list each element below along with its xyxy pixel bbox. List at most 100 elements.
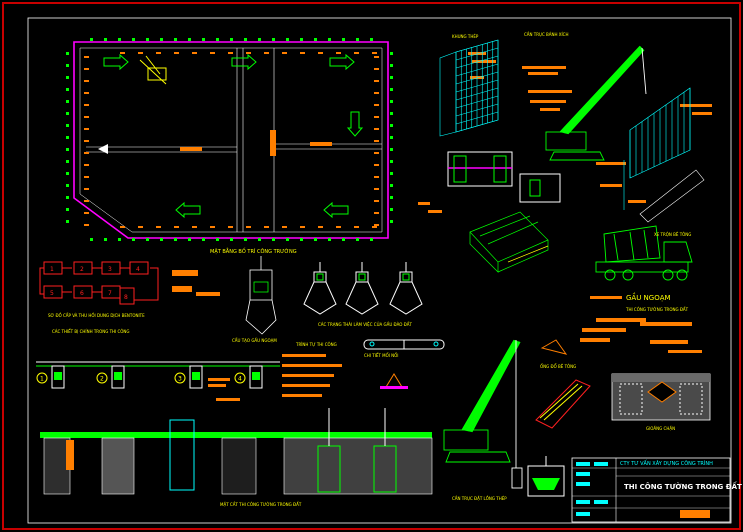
suspended-cage xyxy=(623,87,705,223)
boom-lacing xyxy=(463,340,516,431)
note-bar xyxy=(628,200,646,203)
wall-section-detail: GIOĂNG CHẶN xyxy=(611,373,711,431)
cage-ring xyxy=(455,95,499,109)
pipe-label: ỐNG ĐỔ BÊ TÔNG xyxy=(540,364,576,369)
note-bar xyxy=(650,340,688,344)
grab-title: GẦU NGOẠM xyxy=(626,292,671,302)
grab-body xyxy=(399,271,413,283)
perimeter-marker xyxy=(390,148,393,151)
mixer-label: XE TRỘN BÊ TÔNG xyxy=(654,232,691,237)
traffic-arrow xyxy=(346,111,364,137)
title-block-cell xyxy=(594,500,608,504)
perimeter-marker xyxy=(272,38,275,41)
stop-end-label: GIOĂNG CHẶN xyxy=(646,426,675,431)
perimeter-marker xyxy=(104,38,107,41)
perimeter-marker xyxy=(370,238,373,241)
perimeter-marker xyxy=(342,238,345,241)
perimeter-marker xyxy=(244,38,247,41)
crawler-crane-bottom xyxy=(443,339,523,489)
traffic-arrow xyxy=(329,53,355,71)
note-bar xyxy=(172,286,192,292)
site-plan-title: MẶT BẰNG BỐ TRÍ CÔNG TRƯỜNG xyxy=(210,247,297,255)
perimeter-marker xyxy=(84,152,89,154)
perimeter-marker xyxy=(390,184,393,187)
perimeter-marker xyxy=(390,64,393,67)
title-block-cell xyxy=(594,462,608,466)
stage-marker xyxy=(36,372,48,384)
perimeter-marker xyxy=(84,212,89,214)
perimeter-marker xyxy=(374,152,379,154)
boom-lacing xyxy=(470,341,521,433)
grab-states xyxy=(303,262,423,315)
perimeter-marker xyxy=(66,100,69,103)
stage-grab xyxy=(189,365,203,389)
perimeter-marker xyxy=(374,164,379,166)
perimeter-marker xyxy=(374,80,379,82)
note-bar xyxy=(208,378,230,381)
perimeter-marker xyxy=(374,224,379,226)
perimeter-marker xyxy=(66,64,69,67)
stage-grab-fill xyxy=(54,372,62,380)
perimeter-marker xyxy=(66,184,69,187)
perimeter-marker xyxy=(156,52,161,54)
perimeter-marker xyxy=(66,208,69,211)
grab-body xyxy=(313,271,327,283)
traffic-arrow xyxy=(175,201,201,219)
note-bar xyxy=(216,398,240,401)
boom-lacing xyxy=(466,340,518,432)
perimeter-marker xyxy=(66,196,69,199)
perimeter-marker xyxy=(90,238,93,241)
perimeter-marker xyxy=(390,220,393,223)
perimeter-marker xyxy=(84,128,89,130)
note-bar xyxy=(590,296,622,299)
note-bar xyxy=(282,364,342,367)
perimeter-marker xyxy=(390,196,393,199)
perimeter-marker xyxy=(336,226,341,228)
note-bar xyxy=(282,374,334,377)
perimeter-marker xyxy=(210,226,215,228)
perimeter-marker xyxy=(146,238,149,241)
cage-ring xyxy=(455,71,499,85)
perimeter-marker xyxy=(282,52,287,54)
perimeter-marker xyxy=(84,104,89,106)
perimeter-marker xyxy=(84,92,89,94)
perimeter-marker xyxy=(66,136,69,139)
grab-body xyxy=(355,271,369,283)
stage-grab xyxy=(249,365,263,389)
perimeter-marker xyxy=(84,116,89,118)
perimeter-marker xyxy=(300,238,303,241)
perimeter-marker xyxy=(84,56,89,58)
perimeter-marker xyxy=(390,88,393,91)
note-bar xyxy=(528,72,558,75)
site-plan: MẶT BẰNG BỐ TRÍ CÔNG TRƯỜNG xyxy=(66,38,393,255)
crane-symbol xyxy=(139,55,167,85)
flow-box-number: 3 xyxy=(108,266,112,273)
perimeter-marker xyxy=(328,38,331,41)
stage-number: 3 xyxy=(178,376,182,383)
perimeter-marker xyxy=(246,52,251,54)
perimeter-marker xyxy=(66,160,69,163)
flow-box-number: 5 xyxy=(50,290,54,297)
perimeter-marker xyxy=(390,112,393,115)
perimeter-marker xyxy=(374,176,379,178)
perimeter-marker xyxy=(138,52,143,54)
flow-box xyxy=(129,261,149,275)
perimeter-marker xyxy=(188,38,191,41)
boom-lacing xyxy=(467,341,519,432)
perimeter-marker xyxy=(118,238,121,241)
perimeter-marker xyxy=(84,176,89,178)
cage-ring xyxy=(455,87,499,101)
cage-ring xyxy=(455,79,499,93)
perimeter-marker xyxy=(202,38,205,41)
perimeter-marker xyxy=(390,172,393,175)
perimeter-marker xyxy=(132,38,135,41)
perimeter-marker xyxy=(66,172,69,175)
flow-box-number: 2 xyxy=(80,266,84,273)
boom-lacing xyxy=(464,340,517,431)
perimeter-marker xyxy=(374,116,379,118)
cage-ring xyxy=(455,119,499,133)
perimeter-marker xyxy=(244,238,247,241)
